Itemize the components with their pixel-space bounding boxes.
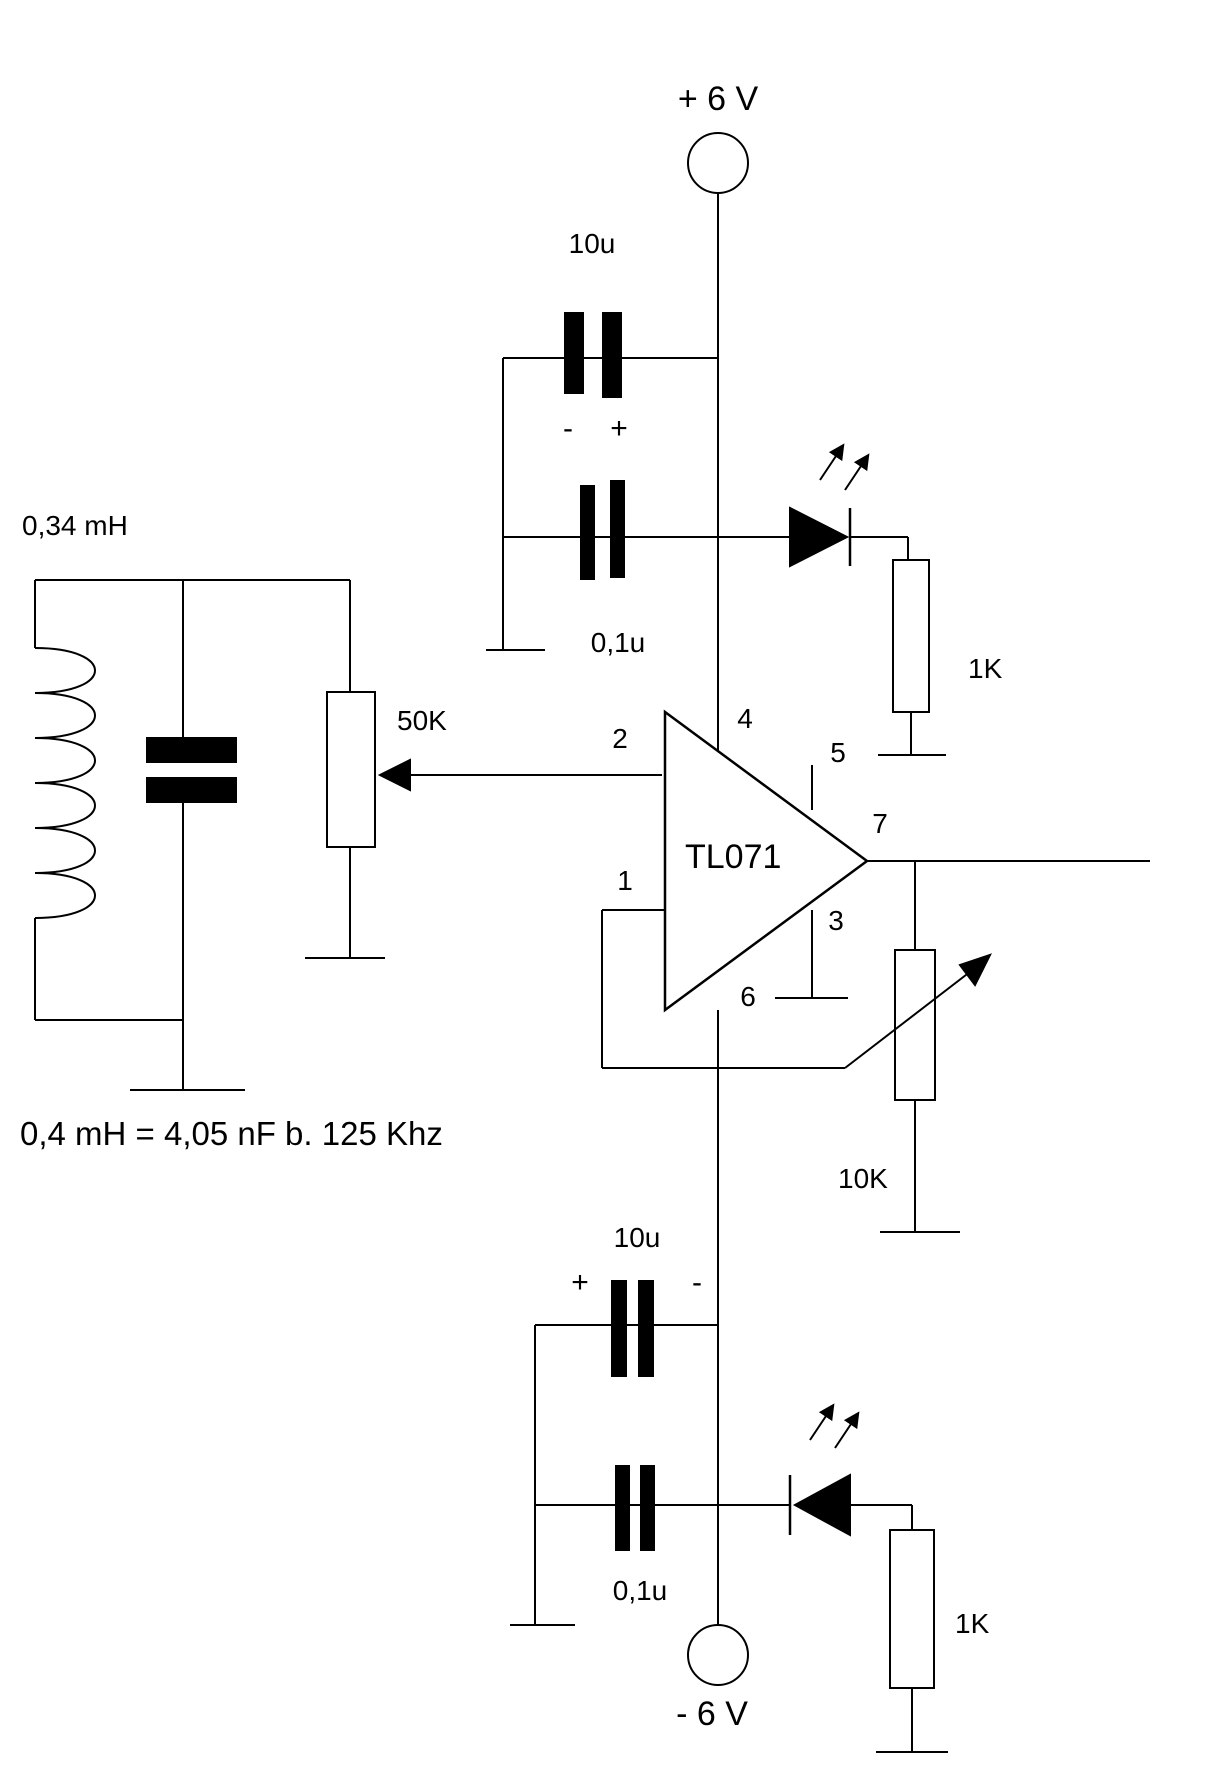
opamp-tl071: TL071 2 4 5 7 1 3 6 <box>601 703 888 1069</box>
tank-capacitor <box>130 580 245 1091</box>
resonance-note: 0,4 mH = 4,05 nF b. 125 Khz <box>20 1115 443 1152</box>
capacitor-top-10u-plus: + <box>610 412 628 445</box>
capacitor-top-100n-label: 0,1u <box>591 627 646 658</box>
negative-supply-terminal: - 6 V <box>676 1624 749 1733</box>
pin-6-label: 6 <box>740 981 756 1012</box>
pin-5-label: 5 <box>830 737 846 768</box>
led-top <box>718 443 909 568</box>
potentiometer-10k: 10K <box>838 861 992 1233</box>
capacitor-top-10u-minus: - <box>563 412 573 445</box>
capacitor-bottom-100n: 0,1u <box>613 1465 668 1606</box>
resistor-top-1k: 1K <box>878 559 1003 756</box>
capacitor-bottom-10u: 10u + - <box>571 1222 702 1377</box>
capacitor-bottom-10u-minus: - <box>692 1266 702 1299</box>
resistor-top-1k-label: 1K <box>968 653 1003 684</box>
positive-supply-label: + 6 V <box>678 80 759 118</box>
opamp-name: TL071 <box>685 838 781 876</box>
led-bottom <box>788 1403 913 1537</box>
positive-rail-wire <box>486 193 719 752</box>
inductor: 0,34 mH <box>22 510 350 1021</box>
capacitor-top-10u-label: 10u <box>569 228 616 259</box>
negative-supply-label: - 6 V <box>676 1695 748 1733</box>
capacitor-top-100n: 0,1u <box>580 480 645 658</box>
pin-4-label: 4 <box>737 703 753 734</box>
pin-2-label: 2 <box>612 723 628 754</box>
resistor-bottom-1k-label: 1K <box>955 1608 990 1639</box>
capacitor-top-10u: 10u - + <box>563 228 628 445</box>
inductor-label: 0,34 mH <box>22 510 128 541</box>
positive-supply-terminal: + 6 V <box>678 80 759 194</box>
pin-7-label: 7 <box>872 808 888 839</box>
potentiometer-10k-label: 10K <box>838 1163 888 1194</box>
potentiometer-50k: 50K <box>305 580 662 959</box>
capacitor-bottom-10u-label: 10u <box>614 1222 661 1253</box>
pin-3-label: 3 <box>828 905 844 936</box>
potentiometer-50k-label: 50K <box>397 705 447 736</box>
pin-1-label: 1 <box>617 865 633 896</box>
resistor-bottom-1k: 1K <box>876 1529 990 1753</box>
capacitor-bottom-100n-label: 0,1u <box>613 1575 668 1606</box>
capacitor-bottom-10u-plus: + <box>571 1266 589 1299</box>
